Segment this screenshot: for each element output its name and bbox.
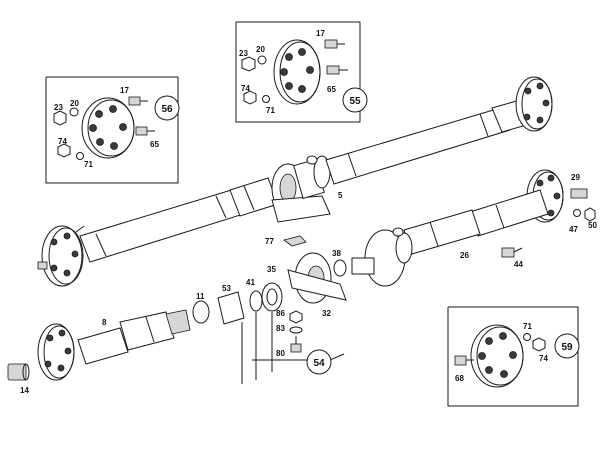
ring-41: [249, 290, 263, 312]
splined-stub: [351, 257, 375, 275]
label-71-a: 71: [266, 106, 275, 115]
inset-box-55: 23 20 17 65 74 71 55: [235, 21, 368, 123]
label-29: 29: [571, 173, 580, 182]
bolt-65-b: [135, 126, 148, 136]
inset-box-56: 23 20 17 65 74 71 56: [45, 76, 180, 184]
inset-box-59: 68 71 74 59: [447, 306, 580, 407]
label-8: 8: [102, 318, 107, 327]
label-5: 5: [338, 191, 343, 200]
callout-circle-55: [342, 87, 368, 113]
washer-47: [573, 209, 581, 217]
bushing-29: [570, 188, 588, 199]
label-68: 68: [455, 374, 464, 383]
label-41: 41: [246, 278, 255, 287]
nut-74-c: [532, 337, 546, 352]
callout-56: 56: [161, 104, 173, 115]
lower-rear-shaft: 29 47 50 26 44: [351, 169, 597, 287]
label-83: 83: [276, 324, 285, 333]
ring-38: [333, 259, 347, 277]
label-65-b: 65: [150, 140, 159, 149]
center-bearing-group: 11 53 41 35 38 32 77 86 83 80 54: [192, 235, 347, 384]
clip-77: [283, 235, 307, 247]
label-17-b: 17: [120, 86, 129, 95]
nut-86: [289, 310, 303, 324]
label-74-a: 74: [241, 84, 250, 93]
label-86: 86: [276, 309, 285, 318]
bolt-65: [326, 65, 340, 75]
label-80: 80: [276, 349, 285, 358]
splined-end: [165, 309, 191, 335]
bolt-68: [454, 355, 467, 366]
nut-74: [243, 90, 257, 105]
label-71-b: 71: [84, 160, 93, 169]
label-50: 50: [588, 221, 597, 230]
label-71-c: 71: [523, 322, 532, 331]
bolt-17: [324, 39, 338, 49]
washer-20: [257, 55, 267, 65]
washer-71: [262, 95, 270, 103]
label-44: 44: [514, 260, 523, 269]
label-74-b: 74: [58, 137, 67, 146]
label-23-a: 23: [239, 49, 248, 58]
label-65-a: 65: [327, 85, 336, 94]
label-14: 14: [20, 386, 29, 395]
nut-23: [241, 56, 256, 72]
label-20-a: 20: [256, 45, 265, 54]
nut-23-b: [53, 110, 67, 126]
callout-54: 54: [313, 358, 325, 369]
tube-26: [469, 189, 549, 237]
lower-front-shaft: 8 14: [7, 309, 191, 395]
nut-50: [584, 207, 596, 222]
label-26: 26: [460, 251, 469, 260]
washer-83: [289, 326, 303, 334]
callout-circle-54: [306, 349, 332, 375]
label-32: 32: [322, 309, 331, 318]
label-11: 11: [196, 292, 205, 301]
label-47: 47: [569, 225, 578, 234]
washer-71-b: [76, 152, 84, 160]
label-53: 53: [222, 284, 231, 293]
label-38: 38: [332, 249, 341, 258]
nut-11: [192, 300, 210, 324]
washer-71-c: [523, 333, 531, 341]
callout-59: 59: [561, 342, 573, 353]
label-20-b: 20: [70, 99, 79, 108]
sleeve-53: [217, 291, 245, 325]
callout-circle-59: [554, 333, 580, 359]
bearing-35: [261, 282, 283, 312]
callout-circle-56: [154, 95, 180, 121]
upper-propeller-shaft: 5: [37, 76, 553, 287]
bearing-support: [287, 269, 347, 301]
washer-20-b: [69, 107, 79, 117]
label-35: 35: [267, 265, 276, 274]
label-23-b: 23: [54, 103, 63, 112]
bolt-44: [501, 247, 515, 258]
label-77: 77: [265, 237, 274, 246]
label-74-c: 74: [539, 354, 548, 363]
bolt-80: [290, 343, 302, 353]
bolt-17-b: [128, 96, 141, 106]
label-17-a: 17: [316, 29, 325, 38]
callout-55: 55: [349, 96, 361, 107]
tube-8: [77, 327, 129, 365]
bearing-bracket: [271, 195, 331, 223]
nut-74-b: [57, 143, 71, 158]
bushing-14: [7, 363, 27, 381]
